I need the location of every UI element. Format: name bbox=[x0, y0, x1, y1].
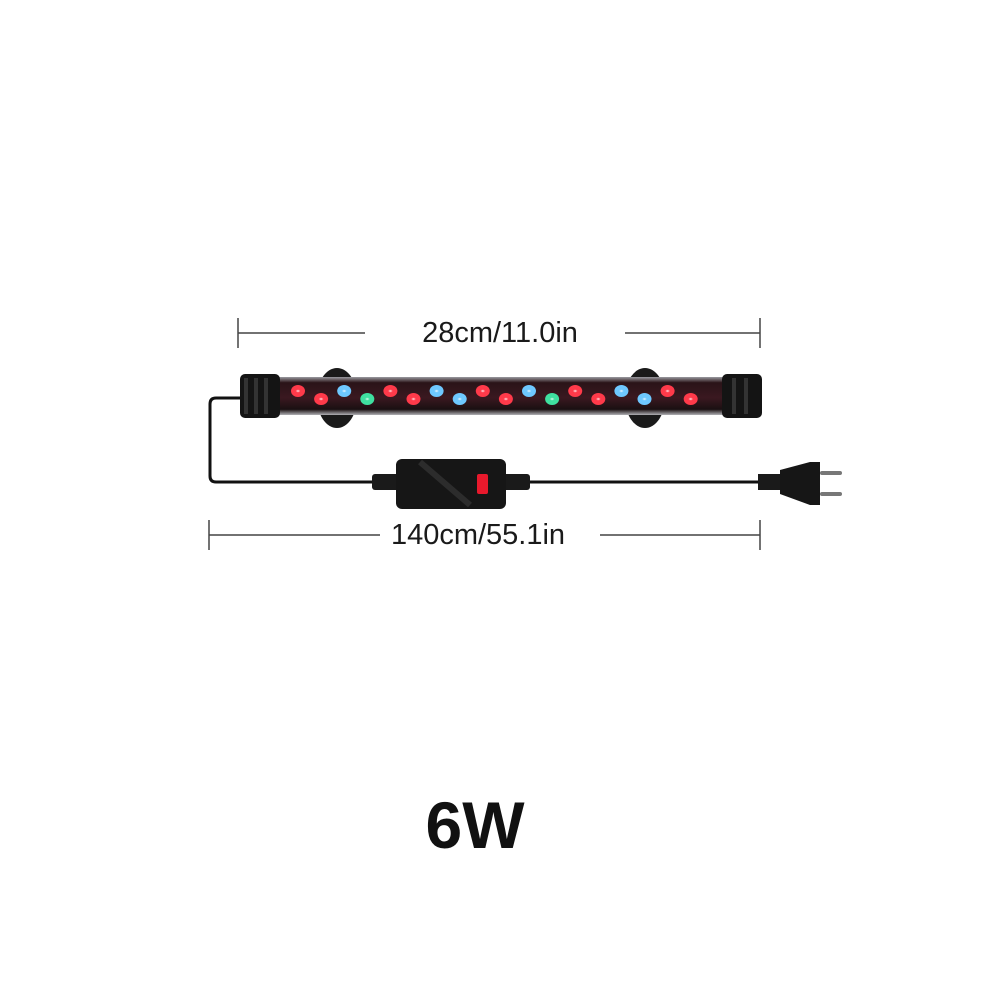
end-cap-right bbox=[722, 374, 762, 418]
bar-length-label: 28cm/11.0in bbox=[422, 317, 578, 349]
cable bbox=[208, 396, 400, 484]
led-array bbox=[291, 385, 698, 405]
led-highlight bbox=[361, 395, 374, 403]
led-highlight bbox=[592, 395, 605, 403]
led-highlight bbox=[430, 387, 443, 395]
led-highlight bbox=[615, 387, 628, 395]
led-highlight bbox=[684, 395, 697, 403]
eu-plug bbox=[758, 462, 842, 505]
power-switch-icon bbox=[477, 474, 488, 494]
led-highlight bbox=[546, 395, 559, 403]
power-rating-label: 6W bbox=[426, 788, 526, 862]
bar-length-dimension: 28cm/11.0in bbox=[237, 317, 761, 349]
led-highlight bbox=[638, 395, 651, 403]
cable-length-label: 140cm/55.1in bbox=[391, 519, 565, 551]
led-highlight bbox=[292, 387, 304, 395]
led-highlight bbox=[569, 387, 582, 395]
led-highlight bbox=[661, 387, 674, 395]
led-highlight bbox=[338, 387, 351, 395]
end-cap-left bbox=[240, 374, 280, 418]
led-highlight bbox=[453, 395, 466, 403]
inline-switch-box bbox=[372, 459, 530, 509]
led-highlight bbox=[407, 395, 420, 403]
led-highlight bbox=[523, 387, 535, 395]
led-highlight bbox=[499, 395, 512, 403]
cable-length-dimension: 140cm/55.1in bbox=[208, 519, 761, 551]
led-highlight bbox=[384, 387, 397, 395]
led-highlight bbox=[315, 395, 328, 403]
led-highlight bbox=[476, 387, 489, 395]
